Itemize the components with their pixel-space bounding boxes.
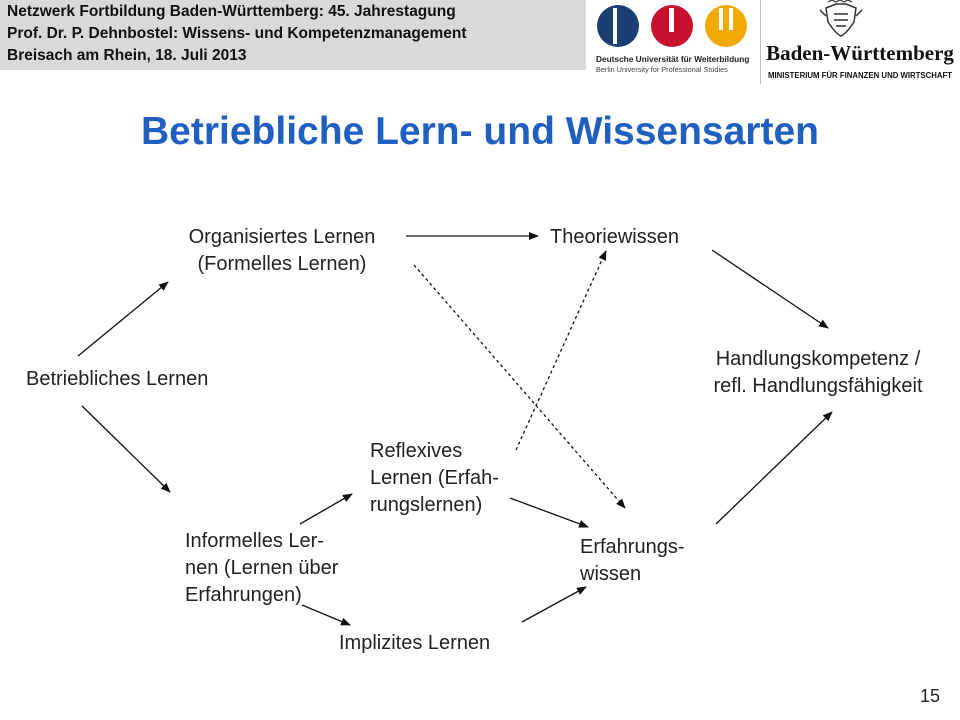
- node-erfahrungswissen: Erfahrungs- wissen: [580, 534, 685, 588]
- coat-of-arms-icon: [819, 0, 863, 37]
- node-organisiertes-lernen-line-2: (Formelles Lernen): [197, 253, 367, 275]
- arrow-theorie-to-kompetenz: [711, 249, 829, 329]
- header-box: Netzwerk Fortbildung Baden-Württemberg: …: [0, 0, 586, 70]
- node-informelles-lernen-line-3: Erfahrungen): [185, 584, 302, 606]
- slide-title: Betriebliche Lern- und Wissensarten: [141, 110, 819, 153]
- node-theoriewissen: Theoriewissen: [550, 226, 679, 248]
- bw-logo-ministry: MINISTERIUM FÜR FINANZEN UND WIRTSCHAFT: [768, 71, 952, 80]
- dual-university-logo: Deutsche Universität für Weiterbildung B…: [596, 5, 749, 74]
- arrow-reflexiv-to-erfahrung: [509, 497, 589, 528]
- node-handlungskompetenz-line-1: Handlungskompetenz /: [715, 348, 921, 370]
- dual-logo-subtitle: Berlin University for Professional Studi…: [596, 65, 728, 74]
- node-handlungskompetenz: Handlungskompetenz / refl. Handlungsfähi…: [688, 346, 948, 400]
- node-informelles-lernen-line-1: Informelles Ler-: [185, 530, 324, 552]
- arrow-erfahrung-to-kompetenz: [715, 411, 833, 525]
- arrow-implizit-to-erfahrung: [521, 586, 587, 623]
- page-number: 15: [919, 686, 940, 706]
- arrow-betrieblich-to-informell: [81, 405, 171, 493]
- node-organisiertes-lernen: Organisiertes Lernen (Formelles Lernen): [172, 224, 392, 278]
- baden-wuerttemberg-logo: Baden-Württemberg MINISTERIUM FÜR FINANZ…: [760, 0, 954, 84]
- header-line-2: Prof. Dr. P. Dehnbostel: Wissens- und Ko…: [7, 25, 467, 42]
- arrow-reflexiv-to-theorie: [515, 250, 607, 451]
- node-reflexives-lernen-line-3: rungslernen): [370, 494, 483, 516]
- node-informelles-lernen: Informelles Ler- nen (Lernen über Erfahr…: [185, 528, 338, 609]
- node-erfahrungswissen-line-2: wissen: [580, 563, 642, 585]
- logo-circle-blue: [597, 5, 639, 47]
- arrow-betrieblich-to-organisiert: [77, 281, 169, 357]
- arrow-informell-to-implizit: [301, 604, 351, 626]
- node-organisiertes-lernen-line-1: Organisiertes Lernen: [188, 226, 376, 248]
- node-handlungskompetenz-line-2: refl. Handlungsfähigkeit: [713, 375, 923, 397]
- node-betriebliches-lernen: Betriebliches Lernen: [26, 368, 209, 390]
- bw-logo-name: Baden-Württemberg: [766, 41, 954, 65]
- dual-logo-name: Deutsche Universität für Weiterbildung: [596, 54, 749, 64]
- node-reflexives-lernen-line-2: Lernen (Erfah-: [370, 467, 499, 489]
- arrow-informell-to-reflexiv: [299, 493, 353, 525]
- node-implizites-lernen: Implizites Lernen: [339, 632, 491, 654]
- logo-circle-yellow: [705, 5, 747, 47]
- header-line-3: Breisach am Rhein, 18. Juli 2013: [7, 47, 247, 64]
- node-reflexives-lernen: Reflexives Lernen (Erfah- rungslernen): [370, 438, 499, 519]
- node-reflexives-lernen-line-1: Reflexives: [370, 440, 463, 462]
- node-informelles-lernen-line-2: nen (Lernen über: [185, 557, 339, 579]
- header-line-1: Netzwerk Fortbildung Baden-Württemberg: …: [7, 3, 456, 20]
- node-erfahrungswissen-line-1: Erfahrungs-: [580, 536, 685, 558]
